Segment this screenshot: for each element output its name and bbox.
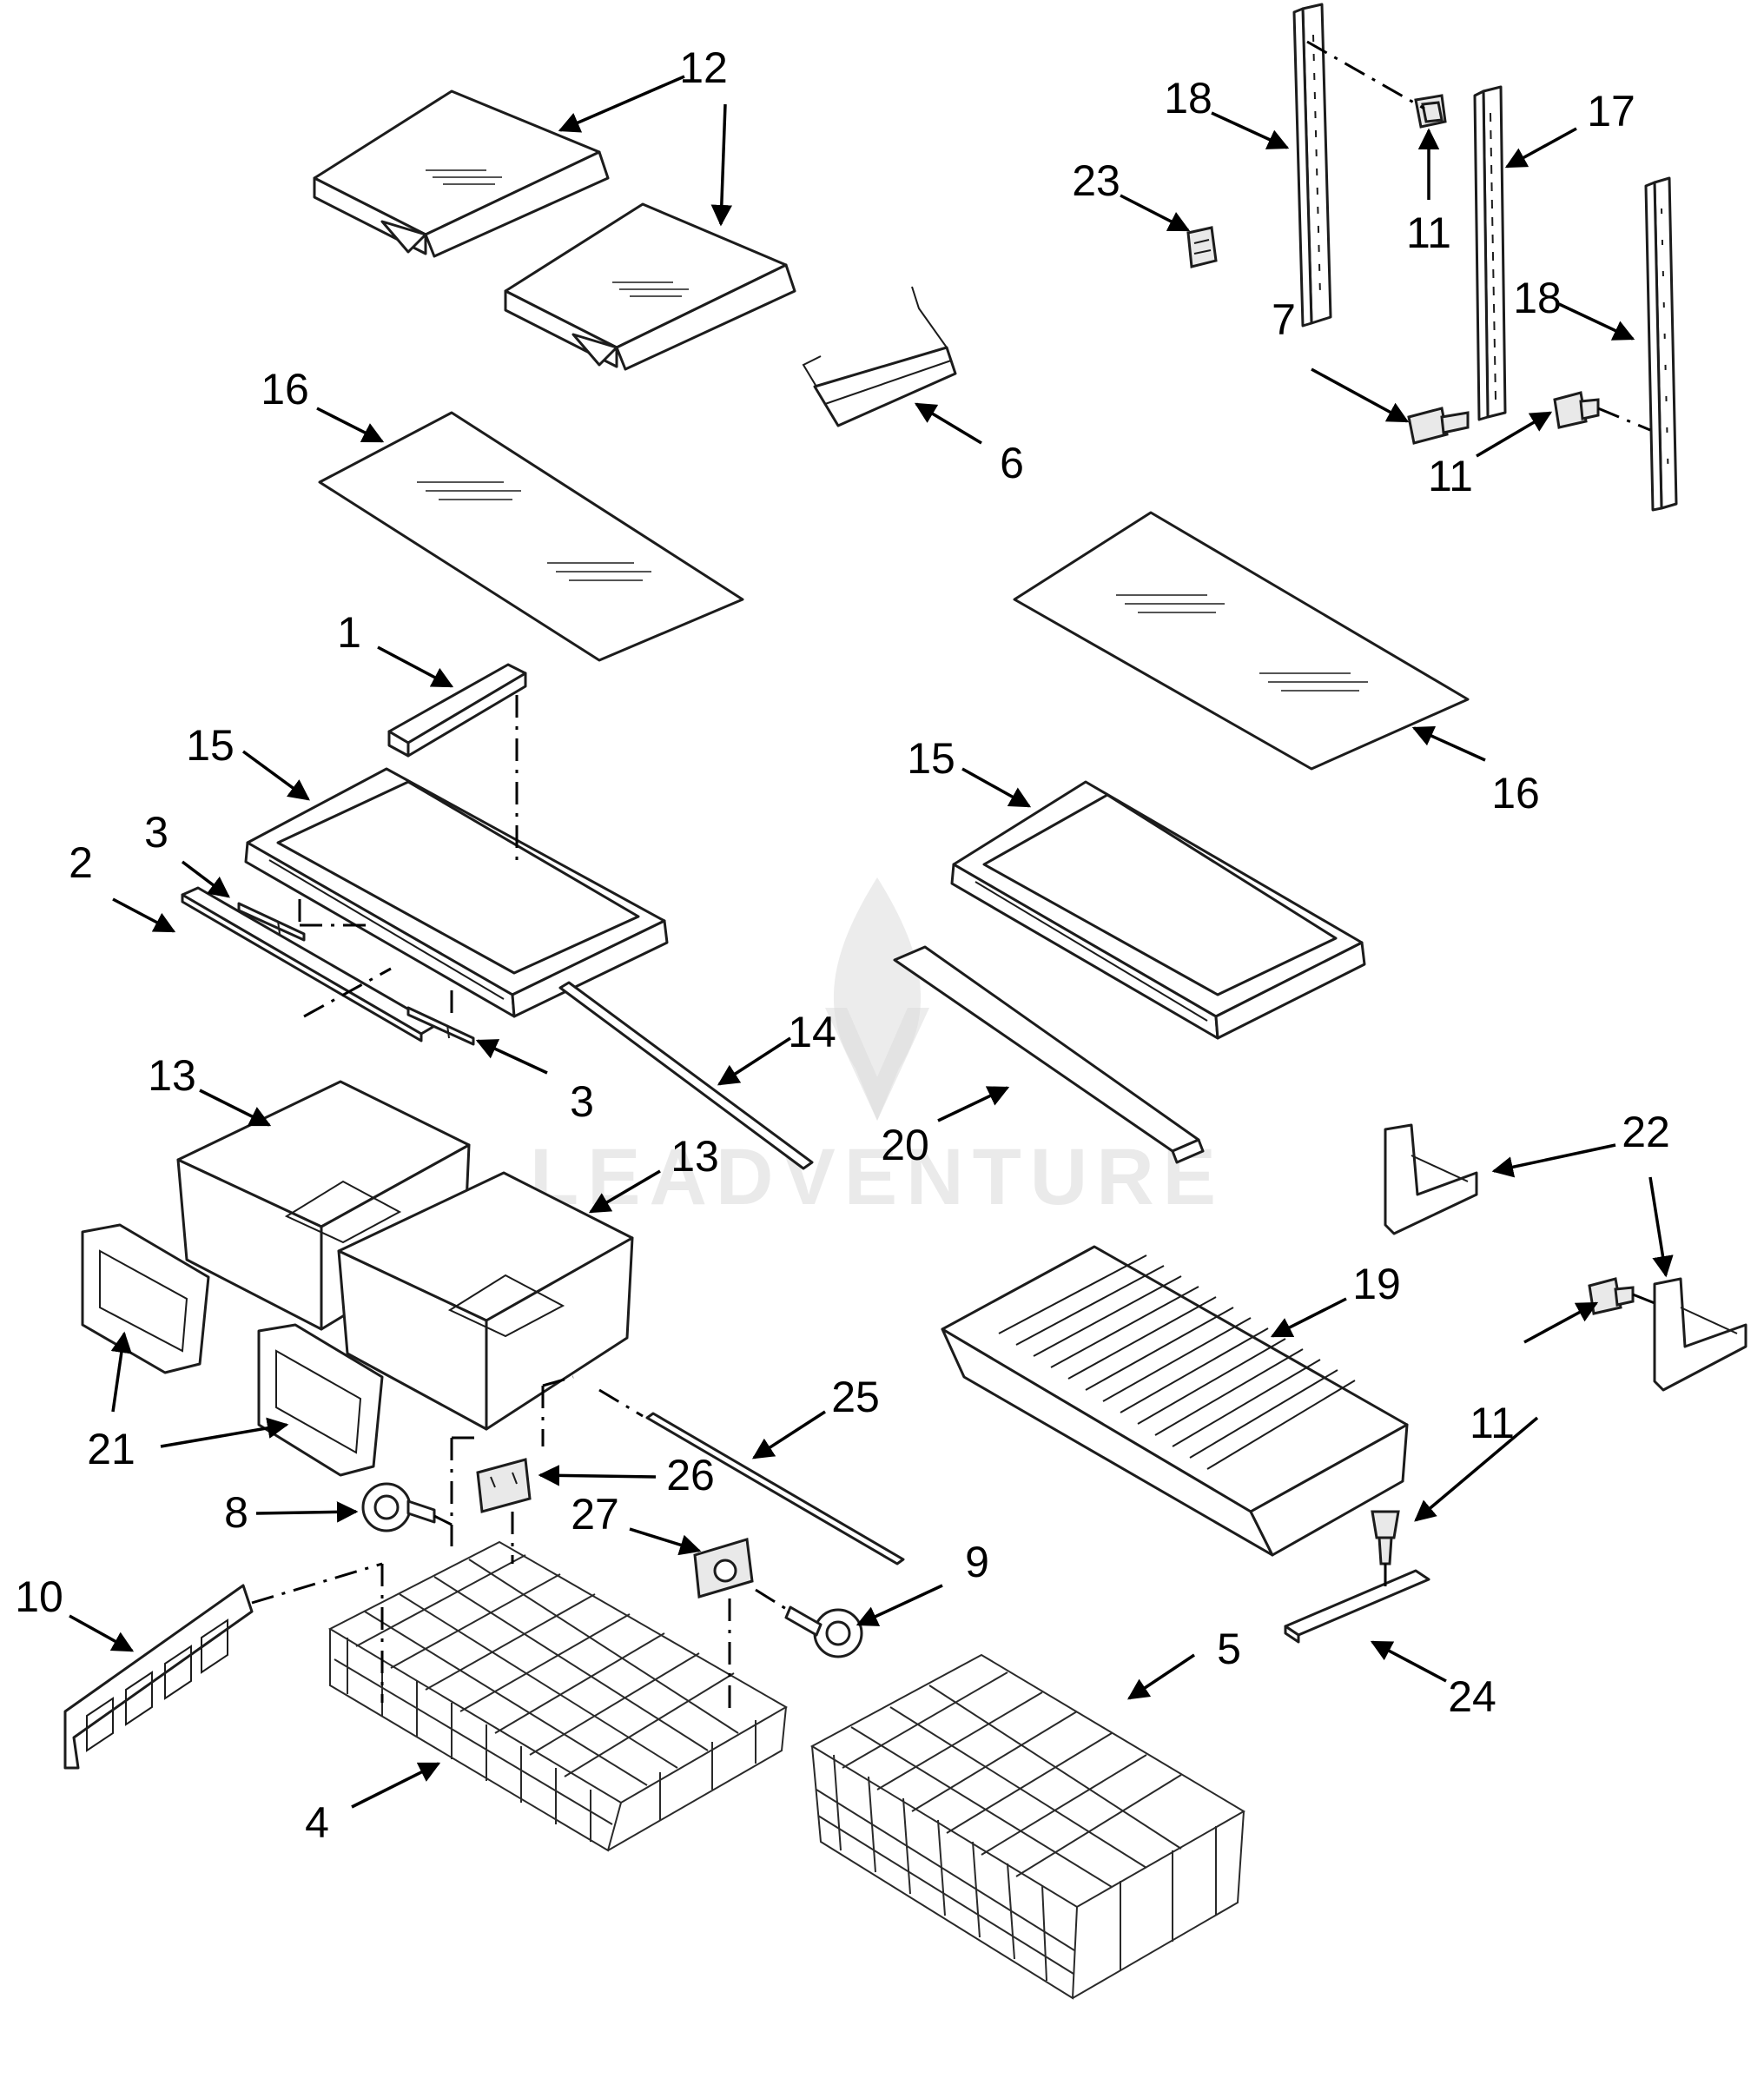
part-23-clip — [1186, 226, 1218, 268]
callout-3-upper: 3 — [144, 808, 168, 857]
callout-24: 24 — [1448, 1672, 1496, 1721]
callout-11-top: 11 — [1406, 208, 1451, 257]
part-1-slide — [387, 663, 527, 758]
callout-19: 19 — [1352, 1260, 1401, 1308]
part-25-rod — [645, 1412, 905, 1565]
callout-17: 17 — [1587, 87, 1635, 136]
part-11-screw-rail — [1371, 1510, 1400, 1565]
callout-14: 14 — [788, 1008, 836, 1056]
callout-10: 10 — [15, 1572, 63, 1621]
part-22-bracket-lower — [1653, 1277, 1747, 1392]
callout-8: 8 — [224, 1488, 248, 1537]
part-10-divider — [63, 1584, 254, 1770]
part-24-rail — [1284, 1569, 1430, 1644]
part-9-gear — [784, 1605, 863, 1658]
callout-16-right: 16 — [1491, 769, 1540, 817]
part-18-rail-left — [1292, 3, 1332, 328]
part-12-crisper-cover-left — [313, 89, 610, 258]
callout-16-left: 16 — [261, 365, 309, 414]
part-15-frame-left — [244, 767, 669, 1018]
callout-6: 6 — [1000, 439, 1024, 487]
callout-1: 1 — [337, 608, 361, 657]
part-4-wire-basket — [327, 1540, 788, 1852]
part-18-rail-right — [1644, 176, 1678, 512]
watermark-text: LEADVENTURE — [530, 1133, 1225, 1221]
leader-arrows — [69, 75, 1674, 1809]
callout-4: 4 — [305, 1798, 329, 1847]
watermark: LEADVENTURE — [530, 877, 1225, 1221]
callout-21: 21 — [87, 1425, 135, 1473]
part-12-crisper-cover-right — [504, 202, 796, 371]
callout-15-left: 15 — [186, 721, 235, 770]
callout-23: 23 — [1072, 156, 1120, 205]
part-5-wire-basket — [809, 1653, 1245, 2000]
callout-5: 5 — [1217, 1625, 1241, 1673]
callout-22: 22 — [1622, 1108, 1670, 1156]
callout-26: 26 — [666, 1451, 715, 1499]
callout-25: 25 — [831, 1373, 880, 1421]
part-7-screw — [1407, 407, 1470, 445]
alignment-lines — [251, 40, 1655, 1711]
callout-13-left: 13 — [148, 1051, 196, 1100]
callout-12: 12 — [679, 43, 728, 92]
callout-15-right: 15 — [907, 734, 955, 783]
part-14-rod — [558, 981, 814, 1170]
part-13-drawer-right — [337, 1171, 634, 1431]
part-19-freezer-tray — [941, 1245, 1409, 1557]
part-11-screw-right — [1553, 391, 1600, 429]
part-3-clip-upper — [237, 902, 306, 942]
callout-7: 7 — [1272, 295, 1296, 344]
part-16-glass-shelf-right — [1013, 511, 1470, 771]
callout-18-top: 18 — [1164, 74, 1212, 122]
part-26-bracket — [476, 1458, 532, 1513]
watermark-v-icon — [825, 1008, 929, 1121]
part-27-bracket — [693, 1538, 754, 1598]
callouts: 12 18 17 23 11 18 7 11 16 6 1 15 15 16 3… — [15, 43, 1670, 1847]
part-11-screw-bracket — [1588, 1277, 1635, 1315]
part-21-drawer-front-right — [257, 1323, 384, 1477]
callout-18-right: 18 — [1513, 274, 1562, 322]
part-6-bracket — [802, 286, 957, 427]
callout-2: 2 — [69, 838, 93, 887]
part-16-glass-shelf-left — [318, 411, 744, 662]
part-15-frame-right — [950, 780, 1366, 1040]
part-8-gear — [361, 1482, 436, 1532]
callout-11-bracket: 11 — [1470, 1399, 1515, 1447]
callout-9: 9 — [965, 1538, 989, 1586]
callout-13-right: 13 — [671, 1132, 719, 1181]
part-22-bracket-upper — [1384, 1123, 1478, 1235]
part-3-clip-lower — [406, 1006, 475, 1046]
callout-20: 20 — [881, 1121, 929, 1169]
part-17-rail-center — [1473, 85, 1507, 421]
callout-3-lower: 3 — [570, 1077, 594, 1126]
callout-11-rail: 11 — [1428, 452, 1473, 500]
part-11-screw-top — [1414, 94, 1447, 129]
part-20-rail — [893, 945, 1205, 1164]
callout-27: 27 — [571, 1490, 619, 1539]
